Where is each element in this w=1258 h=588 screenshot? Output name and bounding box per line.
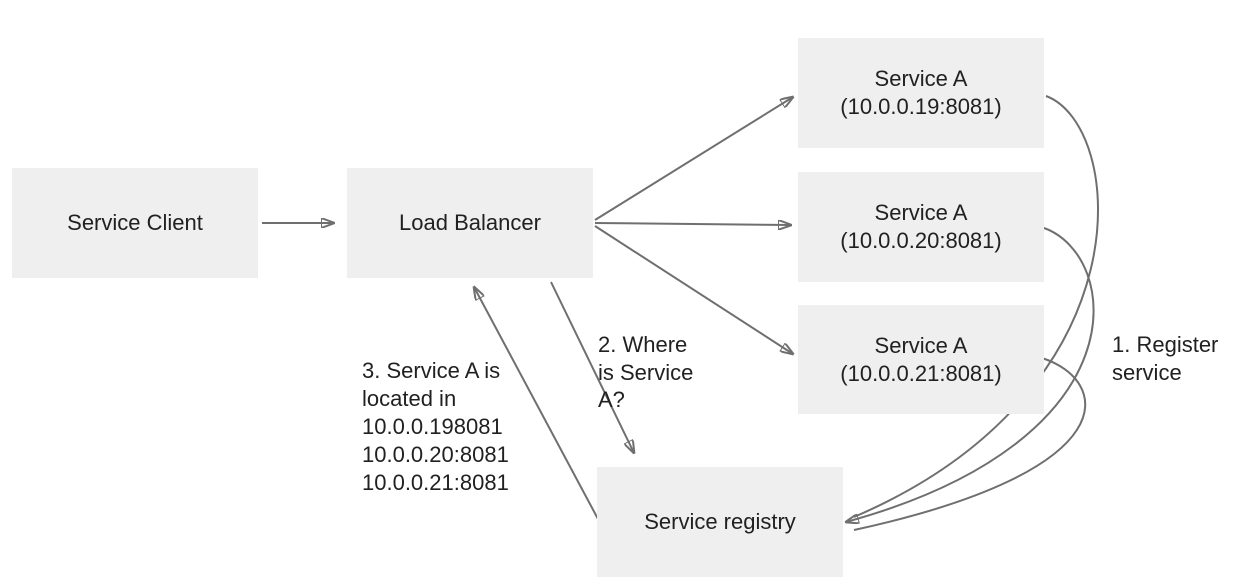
node-service-a3-label: Service A [874,332,968,358]
annotation-service-located-line: located in [362,386,457,411]
annotation-service-located-line: 10.0.0.21:8081 [362,470,509,495]
node-service-a2-address: (10.0.0.20:8081) [840,228,1002,253]
node-service-registry-label: Service registry [644,509,796,534]
node-service-a1: Service A (10.0.0.19:8081) [798,38,1044,148]
annotation-where-is-service-line: 2. Where [598,332,688,357]
annotation-where-is-service-line: A? [598,387,625,412]
node-load-balancer-label: Load Balancer [399,210,541,235]
annotation-register-service: 1. Register service [1112,331,1218,387]
node-service-a1-label: Service A [874,66,968,91]
node-service-a2-label: Service A [874,200,968,225]
node-service-a3: Service A (10.0.0.21:8081) [798,305,1044,414]
annotation-register-service-line: 1. Register [1112,332,1219,357]
annotation-where-is-service-line: is Service [598,359,694,385]
annotation-service-located-line: 10.0.0.198081 [362,414,503,439]
arrow-load-balancer-to-service-a2 [594,223,791,225]
annotation-where-is-service: 2. Where is Service A? [598,331,693,414]
annotation-service-located-line: 10.0.0.20:8081 [362,442,509,467]
arrow-load-balancer-to-service-a1 [594,97,793,221]
node-service-a1-address: (10.0.0.19:8081) [840,94,1002,119]
node-service-a3-address: (10.0.0.21:8081) [840,360,1002,386]
annotation-service-located: 3. Service A is located in 10.0.0.198081… [362,357,509,497]
node-service-client-label: Service Client [67,210,203,235]
node-service-registry: Service registry [597,467,843,577]
node-load-balancer: Load Balancer [347,168,593,278]
annotation-register-service-line: service [1112,360,1182,385]
node-service-a2: Service A (10.0.0.20:8081) [798,172,1044,282]
annotation-service-located-line: 3. Service A is [362,358,501,383]
node-service-client: Service Client [12,168,258,278]
